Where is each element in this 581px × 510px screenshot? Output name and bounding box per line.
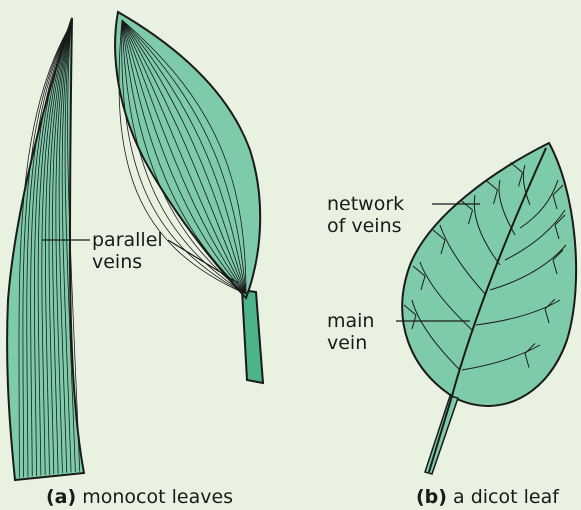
dicot-leaf [402, 143, 576, 474]
monocot-leaf-broad [115, 12, 263, 383]
caption-a: (a) monocot leaves [46, 486, 233, 508]
label-network-of-veins: network of veins [327, 193, 404, 237]
caption-b: (b) a dicot leaf [416, 486, 559, 508]
caption-b-text: a dicot leaf [453, 486, 559, 508]
label-main-vein: main vein [327, 310, 374, 354]
caption-a-tag: (a) [46, 486, 76, 508]
caption-b-tag: (b) [416, 486, 447, 508]
caption-a-text: monocot leaves [82, 486, 233, 508]
monocot-leaf-narrow [7, 18, 84, 480]
label-parallel-veins: parallel veins [92, 229, 163, 273]
